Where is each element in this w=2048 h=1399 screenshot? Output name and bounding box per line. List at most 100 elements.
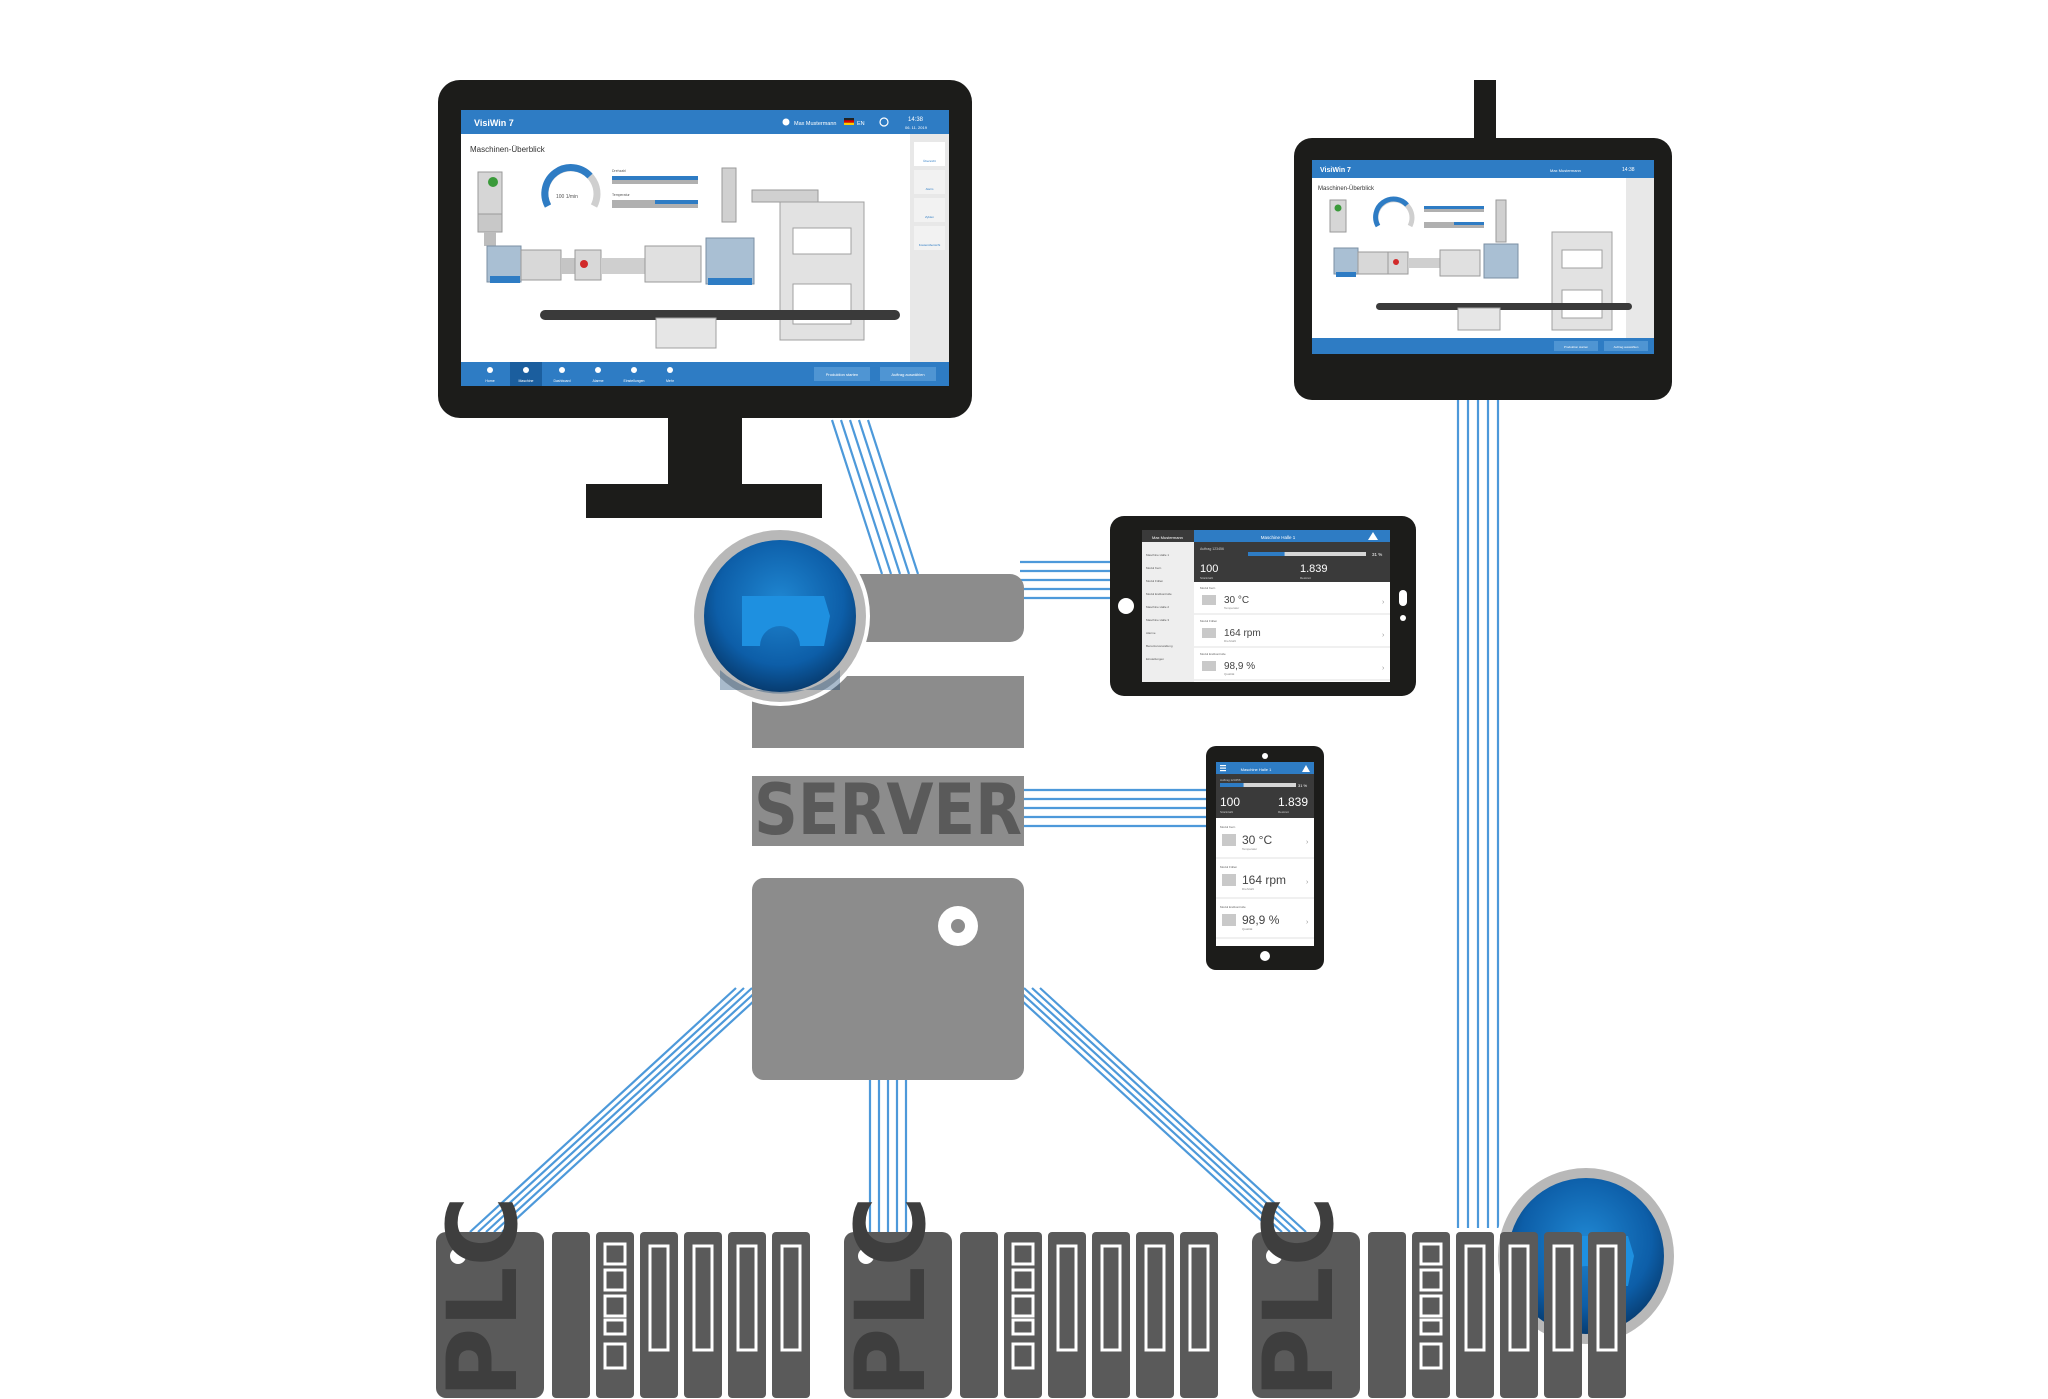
plc-io-module	[1456, 1232, 1494, 1398]
warning-icon[interactable]	[1368, 532, 1378, 540]
ethernet-port-icon	[603, 1294, 627, 1318]
tablet-count-left-label: Stückzahl	[1200, 576, 1213, 580]
io-slot	[1144, 1244, 1166, 1352]
nav-item-label[interactable]: Alarme	[592, 379, 603, 383]
chevron-right-icon[interactable]: ›	[1306, 839, 1309, 846]
phone-row-caption: Drehzahl	[1242, 887, 1254, 891]
monitor-lang[interactable]: EN	[857, 121, 865, 127]
plc-io-module	[1368, 1232, 1406, 1398]
chevron-right-icon[interactable]: ›	[1382, 665, 1385, 672]
tablet-progress-label: Auftrag 123456	[1200, 547, 1224, 551]
panel-user[interactable]: Max Mustermann	[1550, 168, 1581, 173]
tablet-menu-item[interactable]: Maschine Halle 2	[1146, 605, 1169, 609]
panel-order-label: Auftrag auswählen	[1614, 345, 1639, 349]
tablet-menu-item[interactable]: Modul Kern	[1146, 566, 1162, 570]
tablet-menu-item[interactable]: Alarme	[1146, 631, 1156, 635]
server-tablet-link	[1020, 560, 1110, 600]
tablet-menu-item[interactable]: Maschine Halle 3	[1146, 618, 1169, 622]
chevron-right-icon[interactable]: ›	[1306, 919, 1309, 926]
phone-row-value: 30 °C	[1242, 833, 1272, 847]
monitor-side-item[interactable]	[914, 142, 945, 166]
connection-line	[501, 987, 769, 1233]
connection-line	[830, 419, 884, 575]
connector-icon	[1011, 1342, 1035, 1370]
tablet-device: Max Mustermann Maschine Halle 1 Modul Ker…	[1110, 516, 1416, 696]
plc-status-led	[858, 1248, 874, 1264]
ethernet-port-icon	[603, 1242, 627, 1266]
tablet-menu-item[interactable]: Maschine Halle 1	[1146, 553, 1169, 557]
tablet-count-right: 1.839	[1300, 563, 1328, 575]
phone-count-left: 100	[1220, 795, 1240, 809]
tablet-menu-item[interactable]: Benutzerverwaltung	[1146, 644, 1173, 648]
connection-line	[485, 987, 753, 1233]
monitor-logo: VisiWin 7	[474, 118, 514, 128]
phone-row-section: Modul Füllen	[1220, 865, 1238, 869]
ethernet-port-icon	[1011, 1242, 1035, 1266]
server-plc2-link	[868, 1080, 908, 1232]
tablet-row-section: Modul Füllen	[1200, 619, 1218, 623]
chevron-right-icon[interactable]: ›	[1306, 879, 1309, 886]
phone-row-value: 98,9 %	[1242, 913, 1280, 927]
phone-menu-icon[interactable]	[1220, 765, 1226, 767]
tablet-menu-item[interactable]: Einstellungen	[1146, 657, 1164, 661]
ethernet-port-icon	[1419, 1294, 1443, 1318]
plc-io-module	[1588, 1232, 1626, 1398]
monitor-side-item[interactable]	[914, 198, 945, 222]
plc-unit: PLC	[427, 1196, 810, 1398]
gateway-badge-server	[690, 526, 870, 706]
tablet-count-left: 100	[1200, 563, 1218, 575]
plc-io-module	[1180, 1232, 1218, 1398]
monitor-side-item[interactable]	[914, 170, 945, 194]
gauge-value: 100 1/min	[556, 194, 578, 200]
io-slot	[1188, 1244, 1210, 1352]
panel-start-label: Produktion starten	[1564, 345, 1589, 349]
phone-row-caption: Temperatur	[1242, 847, 1257, 851]
panel-plc-link	[1456, 400, 1500, 1228]
module-icon	[1222, 914, 1236, 926]
connector-icon	[603, 1342, 627, 1370]
io-slot	[648, 1244, 670, 1352]
tablet-progress-pct: 31 %	[1372, 552, 1382, 557]
connector-icon	[1419, 1342, 1443, 1370]
plc-unit: PLC	[835, 1196, 1218, 1398]
plc-io-module	[1048, 1232, 1086, 1398]
tablet-progress-track	[1248, 552, 1366, 556]
phone-home-button[interactable]	[1260, 951, 1270, 961]
panel-start-button[interactable]	[1554, 341, 1598, 351]
tablet-row-value: 30 °C	[1224, 595, 1249, 606]
nav-item-label[interactable]: Dashboard	[553, 379, 570, 383]
phone-warning-icon[interactable]	[1302, 765, 1310, 772]
module-icon	[1202, 628, 1216, 638]
chevron-right-icon[interactable]: ›	[1382, 599, 1385, 606]
nav-icon	[559, 367, 565, 373]
chevron-right-icon[interactable]: ›	[1382, 632, 1385, 639]
help-icon[interactable]	[879, 117, 889, 127]
tablet-menu-item[interactable]: Modul Füllen	[1146, 579, 1164, 583]
phone-count-left-label: Stückzahl	[1220, 810, 1233, 814]
monitor-side-item[interactable]	[914, 226, 945, 250]
smartphone-device: Maschine Halle 1 Auftrag 123456 31 % 100…	[1206, 746, 1324, 970]
io-slot	[692, 1244, 714, 1352]
nav-item-label[interactable]: Mehr	[666, 379, 675, 383]
tablet-row-value: 164 rpm	[1224, 628, 1261, 639]
tablet-menu-item[interactable]: Modul Endkontrolle	[1146, 592, 1172, 596]
phone-count-right: 1.839	[1278, 795, 1308, 809]
monitor-side-item-label: Kostenübersicht	[919, 243, 941, 247]
tablet-camera	[1118, 598, 1134, 614]
start-production-label: Produktion starten	[826, 372, 858, 377]
tablet-progress-fill	[1248, 552, 1285, 556]
select-order-button[interactable]	[880, 367, 936, 381]
connection-line	[493, 987, 761, 1233]
connection-line	[1031, 987, 1299, 1233]
start-production-button[interactable]	[814, 367, 870, 381]
io-slot	[1056, 1244, 1078, 1352]
monitor-user[interactable]: Max Mustermann	[794, 121, 837, 127]
panel-order-button[interactable]	[1604, 341, 1648, 351]
nav-item-label[interactable]: Home	[485, 379, 494, 383]
module-icon	[1222, 834, 1236, 846]
server-label: SERVER	[754, 769, 1022, 851]
nav-item-label[interactable]: Einstellungen	[623, 379, 644, 383]
nav-item-label[interactable]: Maschine	[519, 379, 534, 383]
tablet-user[interactable]: Max Mustermann	[1152, 535, 1183, 540]
